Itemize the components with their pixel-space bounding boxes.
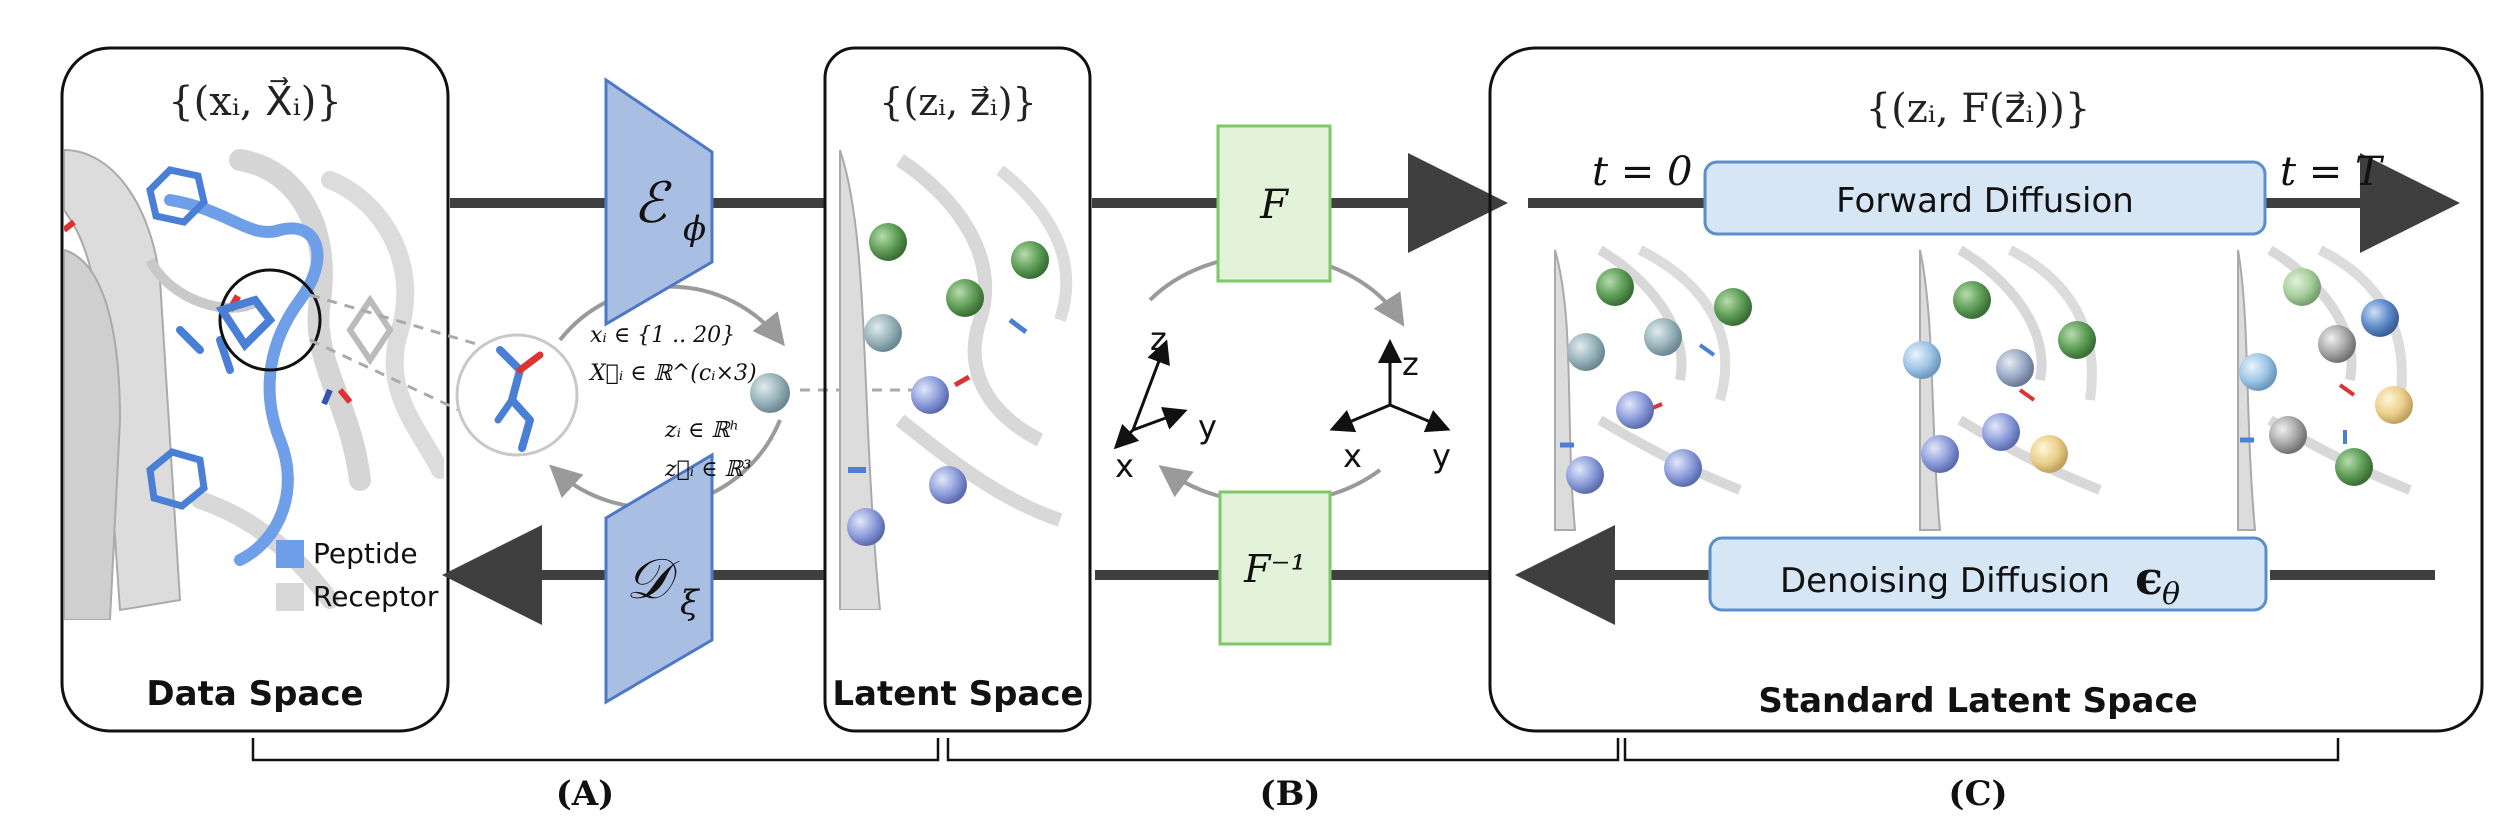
zoom-line-top	[309, 293, 481, 347]
data-space-panel: {(xᵢ, X⃗ᵢ)} Peptide Receptor	[60, 46, 450, 733]
encoder-symbol: ℰ	[633, 171, 672, 236]
decoder-block: 𝒟 ξ	[604, 452, 714, 705]
axis-left-x: x	[1115, 447, 1134, 485]
axis-right-x: x	[1343, 437, 1362, 475]
latent-space-title: {(zᵢ, z⃗ᵢ)}	[879, 80, 1036, 124]
latent-node-sphere	[750, 373, 790, 413]
decoder-subscript: ξ	[680, 583, 701, 623]
diffusion-snapshot-2	[1903, 245, 2102, 531]
forward-diffusion-label: Forward Diffusion	[1836, 181, 2134, 221]
legend-swatch-receptor	[276, 583, 304, 611]
standard-latent-frame	[1488, 46, 2484, 733]
encoder-block: ℰ ϕ	[604, 77, 714, 327]
peptide-receptor-structure	[64, 148, 444, 620]
t-end-label: t = T	[2280, 149, 2385, 195]
data-space-title: {(xᵢ, X⃗ᵢ)}	[168, 77, 342, 125]
annotation-X-def: X⃗ᵢ ∈ ℝ^(cᵢ×3)	[588, 361, 757, 386]
zoom-line-bottom	[309, 338, 481, 422]
standard-latent-title: {(zᵢ, F(z⃗ᵢ))}	[1866, 86, 2091, 132]
group-label-a: (A)	[556, 774, 615, 814]
axis-left-z: z	[1150, 320, 1167, 358]
denoising-diffusion-box	[1708, 536, 2268, 612]
forward-diffusion-box	[1703, 160, 2267, 236]
axes-right: z y x	[1329, 339, 1451, 475]
bracket-group-c: (C)	[1623, 738, 2340, 814]
latent-sphere	[869, 223, 907, 261]
latent-space-caption: Latent Space	[832, 674, 1083, 714]
axis-left-y: y	[1198, 408, 1217, 446]
latent-sphere	[864, 314, 902, 352]
axis-right-z: z	[1402, 345, 1419, 383]
latent-space-frame	[823, 46, 1092, 733]
f-inverse-label: F⁻¹	[1243, 547, 1306, 591]
diffusion-snapshot-1	[1554, 245, 1752, 531]
latent-sphere	[911, 376, 949, 414]
standard-latent-panel: {(zᵢ, F(z⃗ᵢ))} t = 0 t = T Forward Diffu…	[1488, 46, 2484, 733]
axis-right-y: y	[1432, 437, 1451, 475]
group-label-b: (B)	[1260, 774, 1321, 814]
t-start-label: t = 0	[1592, 149, 1692, 195]
annotation-x-def: xᵢ ∈ {1 .. 20}	[590, 323, 735, 348]
data-space-caption: Data Space	[146, 674, 363, 714]
f-box: F	[1216, 124, 1332, 283]
annotation-zvec-def: z⃗ᵢ ∈ ℝ³	[664, 457, 752, 482]
bracket-group-a: (A)	[251, 738, 940, 814]
legend-label-peptide: Peptide	[313, 537, 418, 570]
denoising-diffusion-label: Denoising Diffusion	[1780, 561, 2110, 601]
residue-zoom	[455, 333, 579, 457]
latent-sphere	[1011, 241, 1049, 279]
latent-sphere	[946, 279, 984, 317]
diffusion-snapshot-3	[2237, 245, 2413, 531]
latent-sphere	[847, 508, 885, 546]
denoiser-symbol: ϵ	[2135, 551, 2163, 605]
latent-structure	[839, 150, 1073, 610]
group-label-c: (C)	[1948, 774, 2007, 814]
f-inverse-box: F⁻¹	[1218, 490, 1332, 646]
latent-sphere	[929, 466, 967, 504]
encoder-subscript: ϕ	[683, 209, 706, 249]
latent-space-panel: {(zᵢ, z⃗ᵢ)} Latent Space	[823, 46, 1092, 733]
highlight-circle	[218, 268, 322, 372]
legend-label-receptor: Receptor	[313, 580, 439, 613]
denoiser-subscript: θ	[2162, 577, 2180, 612]
legend-swatch-peptide	[276, 540, 304, 568]
bracket-group-b: (B)	[946, 738, 1620, 814]
axes-left: z y x	[1113, 320, 1217, 485]
annotation-z-def: zᵢ ∈ ℝʰ	[664, 418, 739, 443]
f-label: F	[1259, 182, 1289, 228]
data-space-frame	[60, 46, 450, 733]
standard-latent-caption: Standard Latent Space	[1758, 681, 2197, 721]
